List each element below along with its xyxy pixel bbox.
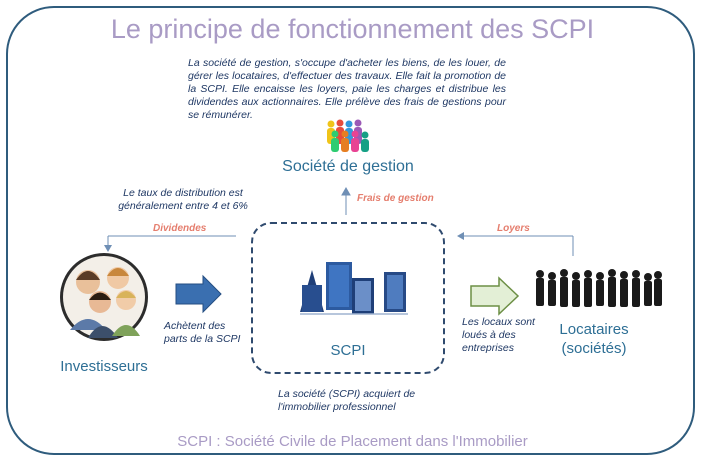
people-group-icon [327, 119, 369, 152]
achetent-text: Achètent des parts de la SCPI [164, 320, 241, 345]
gestion-description: La société de gestion, s'occupe d'achete… [188, 57, 506, 121]
scpi-dashed-box [251, 222, 445, 374]
locataires-label: Locataires (sociétés) [559, 321, 629, 357]
buildings-icon [300, 262, 408, 315]
scpi-label: SCPI [330, 342, 366, 359]
rent-arrow-icon [470, 276, 520, 316]
diagram-title: Le principe de fonctionnement des SCPI [110, 14, 595, 44]
gestion-label: Société de gestion [282, 158, 414, 175]
loyers-arrow [457, 232, 574, 256]
acquiert-text: La société (SCPI) acquiert de l'immobili… [278, 388, 416, 413]
investors-avatar-icon [60, 253, 148, 341]
tenants-silhouettes-icon [536, 269, 662, 307]
frais-label: Frais de gestion [357, 193, 434, 204]
taux-text: Le taux de distribution est généralement… [118, 187, 248, 212]
buy-arrow-icon [175, 274, 222, 314]
investisseurs-label: Investisseurs [60, 358, 148, 375]
dividendes-arrow [104, 235, 236, 252]
diagram-frame [6, 6, 695, 455]
loyers-label: Loyers [497, 223, 530, 234]
locaux-text: Les locaux sont loués à des entreprises [462, 316, 535, 354]
frais-arrow [341, 186, 351, 215]
footer-definition: SCPI : Société Civile de Placement dans … [177, 433, 528, 450]
dividendes-label: Dividendes [153, 223, 207, 234]
